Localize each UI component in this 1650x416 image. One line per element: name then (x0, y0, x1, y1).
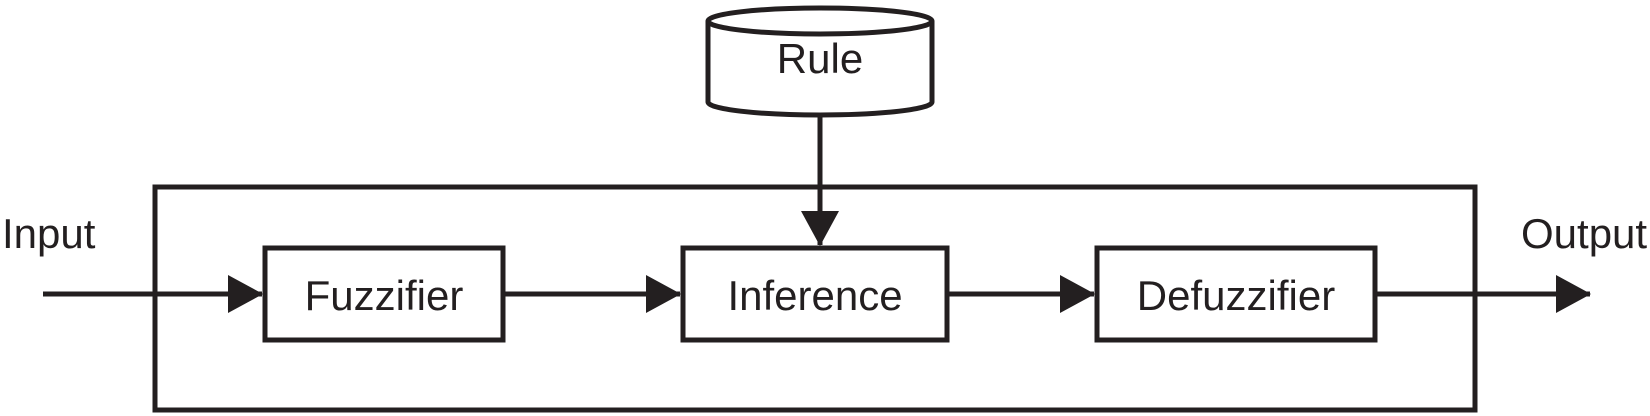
output-label: Output (1521, 210, 1647, 257)
rule-label: Rule (777, 35, 863, 82)
inference-box (680, 245, 950, 343)
cylinder-top (705, 5, 935, 37)
fuzzifier-label: Fuzzifier (305, 272, 464, 319)
inference-node: Inference (680, 245, 950, 343)
rule-database-cylinder: Rule (705, 5, 935, 118)
inference-label: Inference (727, 272, 902, 319)
cylinder-body (705, 21, 935, 118)
defuzzifier-label: Defuzzifier (1137, 272, 1335, 319)
fuzzifier-node: Fuzzifier (262, 245, 506, 343)
defuzzifier-box (1094, 245, 1378, 343)
input-label: Input (2, 210, 96, 257)
defuzzifier-node: Defuzzifier (1094, 245, 1378, 343)
fuzzifier-box (262, 245, 506, 343)
